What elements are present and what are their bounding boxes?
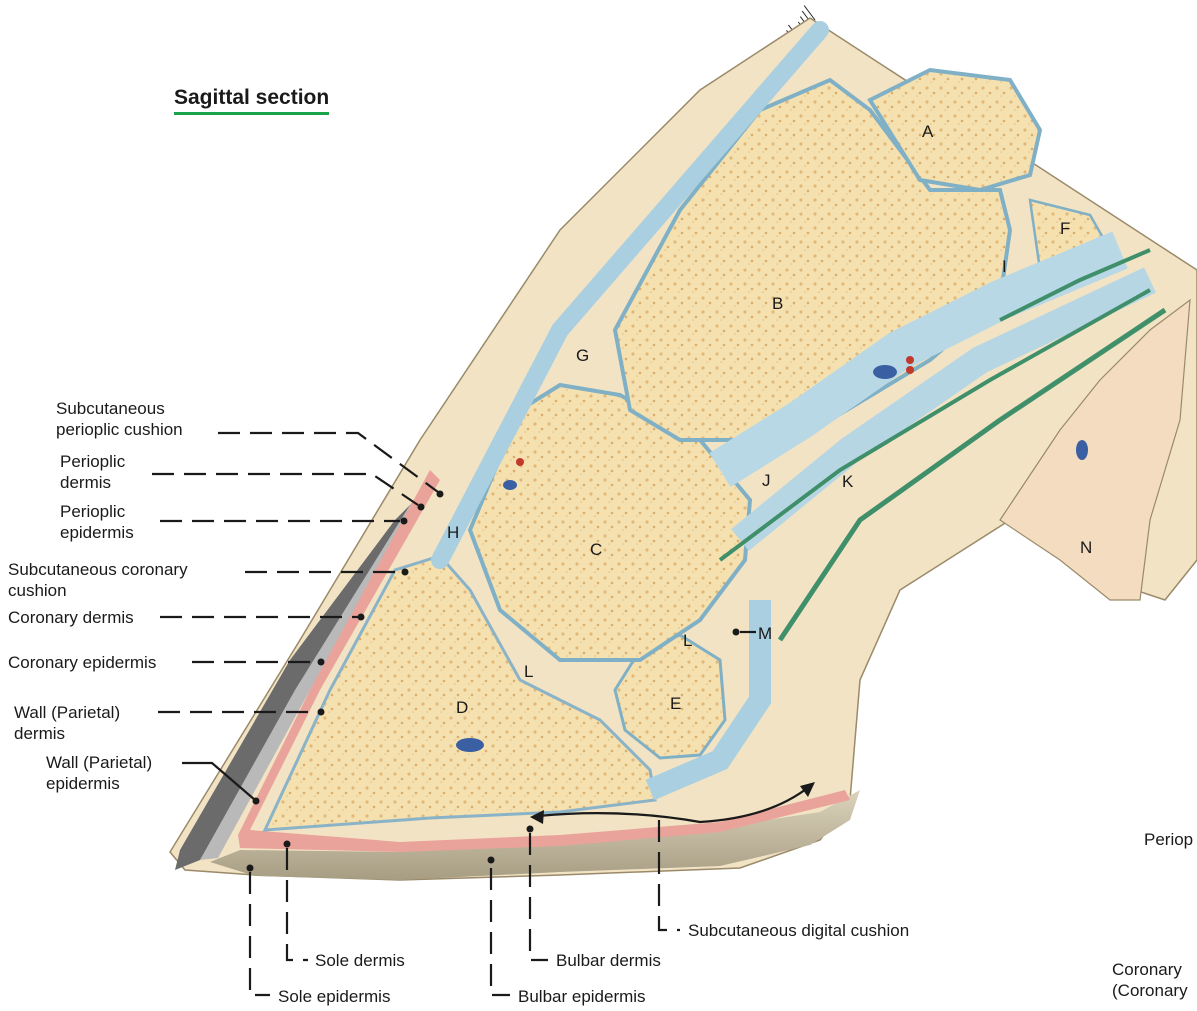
letter-a: A <box>922 122 933 142</box>
figure-title: Sagittal section <box>174 86 329 115</box>
letter-d: D <box>456 698 468 718</box>
label-subcutaneous-digital-cushion: Subcutaneous digital cushion <box>688 920 909 941</box>
label-coronary-epidermis: Coronary epidermis <box>8 652 156 673</box>
letter-h: H <box>447 523 459 543</box>
label-periop-cutoff: Periop <box>1144 829 1193 850</box>
letter-e: E <box>670 694 681 714</box>
label-sole-dermis: Sole dermis <box>315 950 405 971</box>
vessel-blue-4 <box>1076 440 1088 460</box>
letter-b: B <box>772 294 783 314</box>
vessel-red-2 <box>906 366 914 374</box>
letter-k: K <box>842 472 853 492</box>
vessel-blue-1 <box>873 365 897 379</box>
letter-i: I <box>1002 257 1007 277</box>
label-coronary-cutoff: Coronary (Coronary <box>1112 959 1188 1001</box>
letter-m: M <box>758 624 772 644</box>
label-perioplic-epidermis: Perioplic epidermis <box>60 501 134 543</box>
letter-g: G <box>576 346 589 366</box>
letter-j: J <box>762 471 771 491</box>
label-bulbar-dermis: Bulbar dermis <box>556 950 661 971</box>
vessel-blue-3 <box>503 480 517 490</box>
letter-l-upper: L <box>683 631 692 651</box>
vessel-blue-2 <box>456 738 484 752</box>
label-subcutaneous-perioplic-cushion: Subcutaneous perioplic cushion <box>56 398 183 440</box>
letter-c: C <box>590 540 602 560</box>
letter-l-lower: L <box>524 662 533 682</box>
letter-n: N <box>1080 538 1092 558</box>
label-wall-parietal-epidermis: Wall (Parietal) epidermis <box>46 752 152 794</box>
label-perioplic-dermis: Perioplic dermis <box>60 451 125 493</box>
label-coronary-dermis: Coronary dermis <box>8 607 134 628</box>
vessel-red-3 <box>516 458 524 466</box>
label-subcutaneous-coronary-cushion: Subcutaneous coronary cushion <box>8 559 188 601</box>
label-sole-epidermis: Sole epidermis <box>278 986 390 1007</box>
label-wall-parietal-dermis: Wall (Parietal) dermis <box>14 702 120 744</box>
letter-f: F <box>1060 219 1070 239</box>
vessel-red-1 <box>906 356 914 364</box>
label-bulbar-epidermis: Bulbar epidermis <box>518 986 646 1007</box>
